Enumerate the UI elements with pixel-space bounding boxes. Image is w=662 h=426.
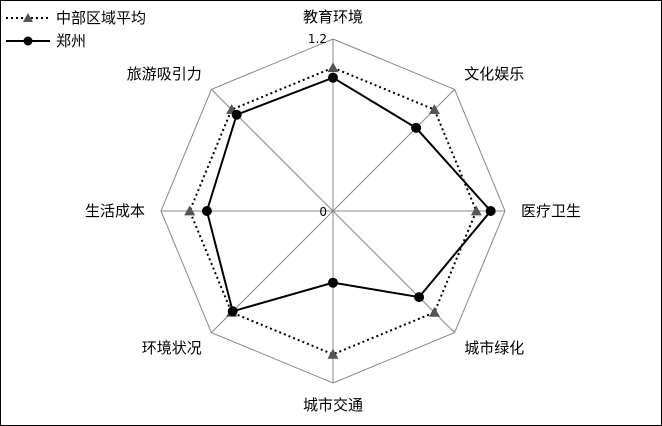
category-label: 文化娱乐 [464, 65, 524, 83]
data-point [485, 206, 496, 216]
legend-marker [23, 36, 33, 46]
category-label: 城市交通 [303, 396, 363, 414]
category-label: 医疗卫生 [521, 202, 581, 220]
data-point [328, 72, 338, 83]
legend-label: 中部区域平均 [56, 9, 146, 27]
radar-series [184, 62, 496, 359]
category-label: 教育环境 [303, 8, 363, 26]
data-point [428, 104, 440, 114]
data-point [184, 205, 196, 216]
data-point [428, 306, 440, 317]
data-point [411, 122, 422, 133]
legend-label: 郑州 [56, 32, 86, 50]
data-point [414, 292, 425, 303]
series-line [188, 66, 478, 356]
category-label: 环境状况 [142, 339, 202, 357]
radar-grid [160, 38, 506, 384]
category-label: 城市绿化 [464, 339, 524, 357]
tick-label: 1.2 [308, 32, 327, 46]
tick-label: 0 [319, 205, 327, 219]
data-point [201, 206, 212, 216]
category-label: 旅游吸引力 [127, 65, 202, 83]
data-point [328, 277, 338, 288]
legend-item: 郑州 [6, 32, 86, 50]
legend-item: 中部区域平均 [6, 9, 146, 27]
data-point [227, 306, 238, 317]
data-point [470, 205, 482, 216]
data-point [327, 62, 339, 73]
tick-labels: 01.2 [308, 32, 327, 219]
data-point [327, 348, 339, 359]
category-label: 生活成本 [85, 202, 145, 220]
legend-marker [23, 13, 33, 22]
series-zhengzhou [201, 72, 496, 317]
data-point [231, 109, 242, 120]
